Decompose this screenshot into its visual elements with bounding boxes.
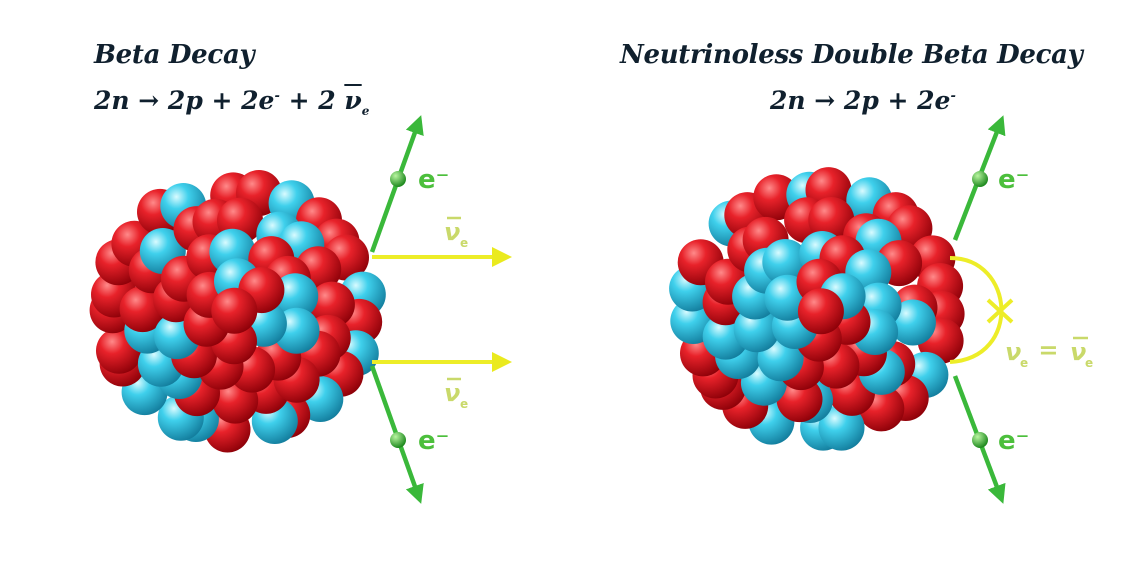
proton bbox=[797, 288, 844, 335]
beta-equation-nu-sub: e bbox=[361, 104, 370, 118]
electron-label-top-left: e⁻ bbox=[418, 165, 449, 195]
antineutrino-sub-bottom: e bbox=[460, 397, 468, 411]
proton bbox=[211, 287, 258, 334]
beta-equation-sup: - bbox=[274, 88, 280, 104]
nucleus-right bbox=[669, 167, 965, 451]
beta-decay-title: Beta Decay bbox=[94, 40, 255, 70]
neutron bbox=[818, 404, 865, 451]
double-beta-decay-equation: 2n → 2p + 2e- bbox=[770, 86, 956, 115]
proton bbox=[308, 281, 355, 328]
neutron bbox=[733, 306, 780, 353]
electron-track-top-left bbox=[369, 115, 424, 253]
electron-dot-top-left bbox=[390, 171, 406, 187]
electron-label-top-right: e⁻ bbox=[998, 165, 1029, 195]
identity-equals: = bbox=[1030, 336, 1067, 364]
antineutrino-label-top: ν e bbox=[444, 216, 468, 250]
electron-dot-bottom-left bbox=[390, 432, 406, 448]
double-beta-equation-main: 2n → 2p + 2e bbox=[770, 86, 951, 115]
electron-dot-bottom-right bbox=[972, 432, 988, 448]
antineutrino-symbol: ν bbox=[1070, 338, 1086, 366]
right-tracks bbox=[949, 115, 1014, 504]
beta-decay-equation: 2n → 2p + 2e- + 2 νe bbox=[94, 86, 370, 118]
double-beta-equation-sup: - bbox=[950, 88, 956, 104]
antineutrino-symbol-top: ν bbox=[444, 218, 460, 246]
neutrino-annihilation-cross bbox=[986, 298, 1014, 324]
electron-track-bottom-left bbox=[369, 365, 424, 504]
nucleus-left bbox=[89, 170, 386, 453]
majorana-identity-label: ν e = ν e bbox=[1005, 336, 1093, 370]
neutron bbox=[762, 239, 809, 285]
neutron bbox=[889, 299, 936, 346]
neutrino-symbol: ν bbox=[1005, 338, 1021, 366]
left-tracks bbox=[369, 115, 512, 504]
electron-label-bottom-right: e⁻ bbox=[998, 426, 1029, 456]
double-beta-decay-title: Neutrinoless Double Beta Decay bbox=[620, 40, 1083, 70]
neutrino-sub: e bbox=[1020, 356, 1028, 370]
beta-equation-nu: ν bbox=[344, 86, 362, 115]
beta-equation-main: 2n → 2p + 2e bbox=[94, 86, 275, 115]
antineutrino-sub: e bbox=[1085, 356, 1093, 370]
beta-equation-plus: + 2 bbox=[279, 86, 345, 115]
electron-dot-top-right bbox=[972, 171, 988, 187]
antineutrino-symbol-bottom: ν bbox=[444, 379, 460, 407]
antineutrino-sub-top: e bbox=[460, 236, 468, 250]
electron-label-bottom-left: e⁻ bbox=[418, 426, 449, 456]
antineutrino-label-bottom: ν e bbox=[444, 377, 468, 411]
